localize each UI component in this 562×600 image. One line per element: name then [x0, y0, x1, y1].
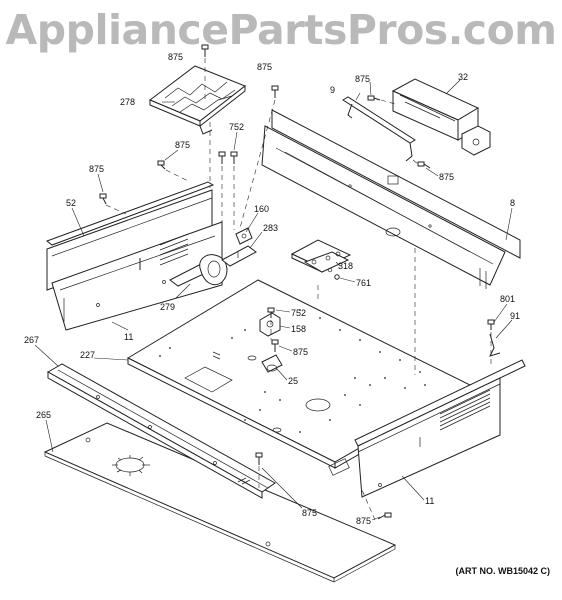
part-278-cover[interactable]: [149, 65, 246, 135]
callout-labels: 875 278 875 752 875 875 52 160 283 279 1…: [24, 52, 520, 526]
callout-8: 8: [510, 198, 515, 208]
screw-752-b[interactable]: [267, 307, 275, 318]
callout-9: 9: [330, 85, 335, 95]
screw-875-e[interactable]: [271, 339, 279, 352]
callout-267: 267: [24, 335, 39, 345]
callout-761: 761: [356, 278, 371, 288]
callout-91: 91: [510, 311, 520, 321]
callout-11-right: 11: [425, 496, 434, 506]
part-32-module[interactable]: [391, 78, 491, 156]
part-283-igniter[interactable]: [221, 245, 257, 267]
callout-875-bottom: 875: [302, 508, 317, 518]
callout-32: 32: [458, 72, 468, 82]
callout-875-left: 875: [89, 164, 104, 174]
art-number: (ART NO. WB15042 C): [455, 566, 550, 576]
screw-875-b[interactable]: [157, 160, 166, 170]
screw-875-a[interactable]: [271, 85, 279, 98]
part-8-rear-panel[interactable]: [261, 109, 521, 289]
callout-318: 318: [338, 261, 353, 271]
callout-875-c: 875: [355, 74, 370, 84]
callout-283: 283: [263, 223, 278, 233]
leader-lines: [34, 79, 513, 521]
callout-279: 279: [160, 302, 175, 312]
callout-875-br: 875: [356, 516, 371, 526]
alignment-lines: [105, 58, 492, 521]
callout-752-a: 752: [229, 122, 244, 132]
part-9-bracket[interactable]: [342, 96, 416, 162]
callout-801: 801: [500, 294, 515, 304]
screw-875-left[interactable]: [99, 193, 107, 205]
callout-875-b: 875: [175, 140, 190, 150]
part-52-left-side-panel[interactable]: [46, 189, 223, 331]
callout-11-left: 11: [124, 332, 133, 342]
screw-875-d[interactable]: [417, 161, 431, 169]
callout-875-d: 875: [439, 172, 454, 182]
callout-158: 158: [291, 324, 306, 334]
callout-875-a: 875: [257, 62, 272, 72]
part-25-bracket[interactable]: [261, 354, 283, 373]
part-267-front-trim[interactable]: [46, 363, 276, 499]
screw-875-c[interactable]: [367, 95, 381, 101]
part-160-clip[interactable]: [235, 227, 253, 245]
callout-265: 265: [36, 410, 51, 420]
part-279-burner-orifice[interactable]: [169, 254, 228, 287]
part-11-right-side-panel[interactable]: [328, 359, 526, 498]
screw-875-br[interactable]: [377, 512, 392, 520]
part-318-terminal-block[interactable]: [290, 239, 352, 273]
screw-752-a[interactable]: [218, 151, 238, 164]
callout-875-top: 875: [168, 52, 183, 62]
screw-875-bottom[interactable]: [255, 452, 263, 465]
callout-227: 227: [80, 350, 95, 360]
part-91-rod[interactable]: [489, 333, 501, 357]
part-265-bottom-panel[interactable]: [43, 422, 397, 583]
screw-875-top[interactable]: [201, 44, 209, 57]
screw-801[interactable]: [487, 319, 495, 330]
part-52-top-strip[interactable]: [45, 181, 215, 246]
callout-752-b: 752: [291, 308, 306, 318]
screw-761[interactable]: [334, 274, 340, 280]
part-158-valve[interactable]: [259, 312, 281, 337]
callout-52: 52: [66, 198, 76, 208]
callout-25: 25: [288, 376, 298, 386]
callout-875-e: 875: [293, 347, 308, 357]
callout-160: 160: [254, 204, 269, 214]
callout-278: 278: [120, 97, 135, 107]
